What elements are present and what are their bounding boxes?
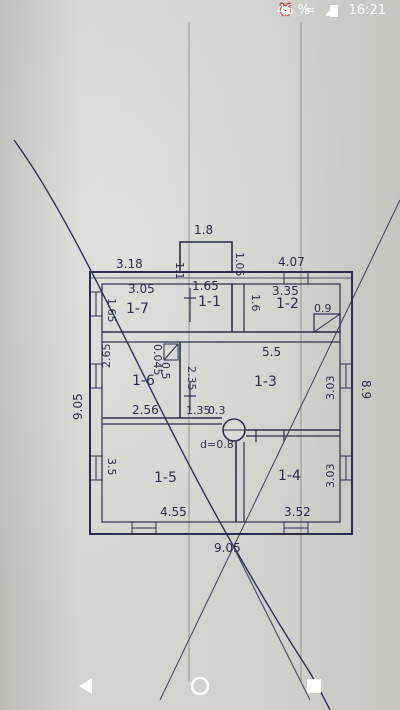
dim-room-1-2-width: 3.35 xyxy=(272,284,299,298)
wifi-icon: ≈ xyxy=(303,3,318,18)
room-1-2-label: 1-2 xyxy=(276,296,299,312)
dim-top-right-outer: 4.07 xyxy=(278,255,305,269)
dim-room-1-6-height: 2.65 xyxy=(100,344,113,369)
room-1-1-label: 1-1 xyxy=(198,294,221,310)
dim-room-1-4-width: 3.52 xyxy=(284,505,311,519)
paper-fold xyxy=(300,22,302,682)
dim-left-total: 9.05 xyxy=(71,393,85,420)
dim-porch-right: 1.05 xyxy=(233,252,246,277)
niche xyxy=(163,343,179,361)
status-time: 16:21 xyxy=(348,3,386,18)
dim-top-left-outer: 3.18 xyxy=(116,257,143,271)
dim-room-1-5-height: 3.5 xyxy=(105,458,118,476)
dim-room-1-7-width: 3.05 xyxy=(128,282,155,296)
nav-bar xyxy=(0,662,400,710)
dim-room-1-3-height: 3.03 xyxy=(324,376,337,401)
dim-corridor-1-35: 1.35 xyxy=(186,404,211,417)
room-1-6-label: 1-6 xyxy=(132,373,155,389)
ink-diagonal xyxy=(229,539,311,701)
dim-porch-width: 1.8 xyxy=(194,223,213,237)
dim-room-1-6-niche-b: 0.5 xyxy=(159,362,172,380)
outer-wall xyxy=(89,271,353,535)
inner-wall xyxy=(101,283,341,523)
home-icon[interactable] xyxy=(188,674,212,698)
closet xyxy=(313,313,341,333)
ink-curve xyxy=(13,139,331,710)
dim-room-1-2-small: 0.9 xyxy=(314,302,332,315)
dim-room-1-1-width: 1.65 xyxy=(192,279,219,293)
ink-diagonal xyxy=(159,199,400,701)
dim-room-1-7-height: 1.65 xyxy=(105,298,118,323)
recents-icon[interactable] xyxy=(302,674,326,698)
back-icon[interactable] xyxy=(74,674,98,698)
room-1-4-label: 1-4 xyxy=(278,468,301,484)
closet-diagonal xyxy=(313,313,341,333)
dim-right-total: 8.9 xyxy=(359,380,373,399)
dim-room-1-6-width: 2.56 xyxy=(132,403,159,417)
room-1-7-label: 1-7 xyxy=(126,301,149,317)
dim-porch-left: 1.1 xyxy=(173,262,186,280)
dim-room-1-4-height: 3.03 xyxy=(324,464,337,489)
alarm-icon: ⏰ xyxy=(277,3,297,18)
paper-fold xyxy=(188,22,190,682)
room-1-5-label: 1-5 xyxy=(154,470,177,486)
doors xyxy=(184,288,285,442)
dim-bottom-total: 9.05 xyxy=(214,541,241,555)
porch-outline xyxy=(179,241,233,273)
dim-room-1-6-niche: 0.045 xyxy=(151,344,164,376)
dim-room-1-1-side: 1.6 xyxy=(249,294,262,312)
dim-room-1-3-width: 5.5 xyxy=(262,345,281,359)
windows xyxy=(89,271,353,535)
battery-percent: 46 % xyxy=(276,3,310,18)
dim-chimney-diameter: d=0.8 xyxy=(200,438,234,451)
dim-room-1-6-inner: 2.35 xyxy=(185,366,198,391)
dim-chimney-0-3: 0.3 xyxy=(208,404,226,417)
status-bar: ⏰ ≈ ◢ 46 % 16:21 xyxy=(0,0,400,22)
room-1-3-label: 1-3 xyxy=(254,374,277,390)
niche-diagonal xyxy=(163,343,179,361)
battery-icon xyxy=(330,5,338,17)
dim-room-1-5-width: 4.55 xyxy=(160,505,187,519)
